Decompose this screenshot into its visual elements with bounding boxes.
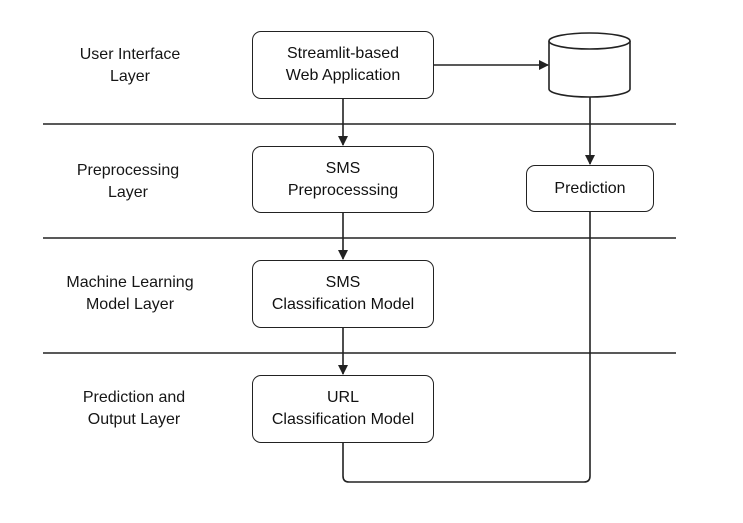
node-web-application: Streamlit-based Web Application [252,31,434,99]
edge-urlmodel-to-prediction [342,212,591,483]
node-label-line: SMS [325,274,361,291]
node-sms-classification-model: SMS Classification Model [252,260,434,328]
node-url-classification-model: URL Classification Model [252,375,434,443]
node-prediction: Prediction [526,165,654,212]
node-label-line: Prediction [554,179,626,197]
node-label-line: Classification Model [271,411,415,428]
node-sms-preprocessing: SMS Preprocesssing [252,146,434,213]
node-label-line: Preprocesssing [287,181,399,199]
layer-label-line: Prediction and [82,389,186,406]
layer-label-line: Layer [107,184,149,201]
layer-label-line: Preprocessing [76,162,180,179]
node-label-line: Web Application [285,67,401,84]
layer-label-line: Output Layer [87,411,181,428]
layer-label-prediction-output: Prediction and Output Layer [44,387,224,431]
layer-label-line: Layer [109,68,151,85]
layer-label-machine-learning: Machine Learning Model Layer [40,272,220,316]
node-label-line: Classification Model [271,296,415,313]
layer-label-line: User Interface [79,46,181,63]
node-label-line: Streamlit-based [286,45,400,62]
layer-label-line: Machine Learning [66,274,194,291]
layer-label-line: Model Layer [85,296,175,313]
node-label-line: SMS [325,159,361,177]
node-label-line: URL [326,389,359,406]
database-cylinder-icon [548,32,631,98]
layer-label-preprocessing: Preprocessing Layer [38,160,218,204]
layer-label-user-interface: User Interface Layer [40,44,220,88]
